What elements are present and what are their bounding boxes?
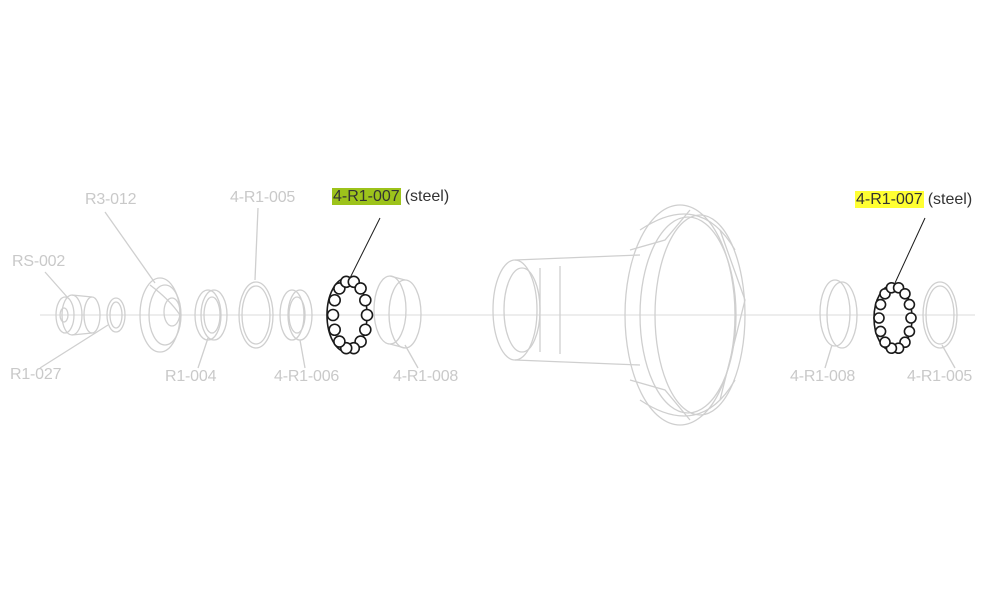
part-hub-shell <box>492 204 746 426</box>
highlight-label-right: 4-R1-007(steel) <box>855 189 972 211</box>
label-4-r1-008-left: 4-R1-008 <box>393 368 459 385</box>
bearing-ball <box>879 336 891 349</box>
part-4-r1-006-cone <box>279 289 313 341</box>
label-r1-004: R1-004 <box>165 368 217 385</box>
label-r1-027: R1-027 <box>10 366 62 383</box>
leader-lines <box>39 207 956 369</box>
label-r3-012: R3-012 <box>85 191 137 208</box>
highlight-label-left: 4-R1-007(steel) <box>332 186 449 208</box>
label-rs-002: RS-002 <box>12 253 66 270</box>
bearing-ball <box>903 325 916 338</box>
bearing-ball <box>333 335 346 348</box>
part-4-r1-007-left-bearing <box>326 217 381 355</box>
material-note: (steel) <box>927 191 973 208</box>
bearing-ball <box>354 282 367 295</box>
part-4-r1-008-right-cup <box>819 279 858 349</box>
part-code-highlight-yellow: 4-R1-007 <box>855 191 924 208</box>
part-4-r1-005-right <box>922 281 958 349</box>
bearing-ball <box>899 287 911 300</box>
bearing-ball <box>874 298 887 311</box>
bearing-ball <box>328 293 341 307</box>
part-4-r1-007-right-bearing <box>873 217 926 355</box>
bearing-ball <box>873 312 885 324</box>
bearing-ball <box>905 312 917 324</box>
bearing-ball <box>359 293 372 307</box>
bearing-ball <box>874 325 887 338</box>
part-r3-012-cap <box>139 277 182 353</box>
bearing-ball <box>326 308 340 322</box>
part-rs-002-nut <box>55 294 101 336</box>
part-code-highlight-green: 4-R1-007 <box>332 188 401 205</box>
part-r1-004-ring <box>194 289 228 341</box>
label-4-r1-008-right: 4-R1-008 <box>790 368 856 385</box>
label-4-r1-005-right: 4-R1-005 <box>907 368 973 385</box>
part-4-r1-008-left-cup <box>373 275 422 349</box>
bearing-ball <box>903 298 916 311</box>
bearing-ball <box>328 323 341 337</box>
material-note: (steel) <box>404 188 450 205</box>
bearing-ball <box>360 308 374 322</box>
part-4-r1-005-left <box>238 281 274 349</box>
part-r1-027-washer <box>106 297 126 333</box>
label-4-r1-005-left: 4-R1-005 <box>230 189 296 206</box>
label-4-r1-006: 4-R1-006 <box>274 368 340 385</box>
bearing-ball <box>359 323 372 337</box>
